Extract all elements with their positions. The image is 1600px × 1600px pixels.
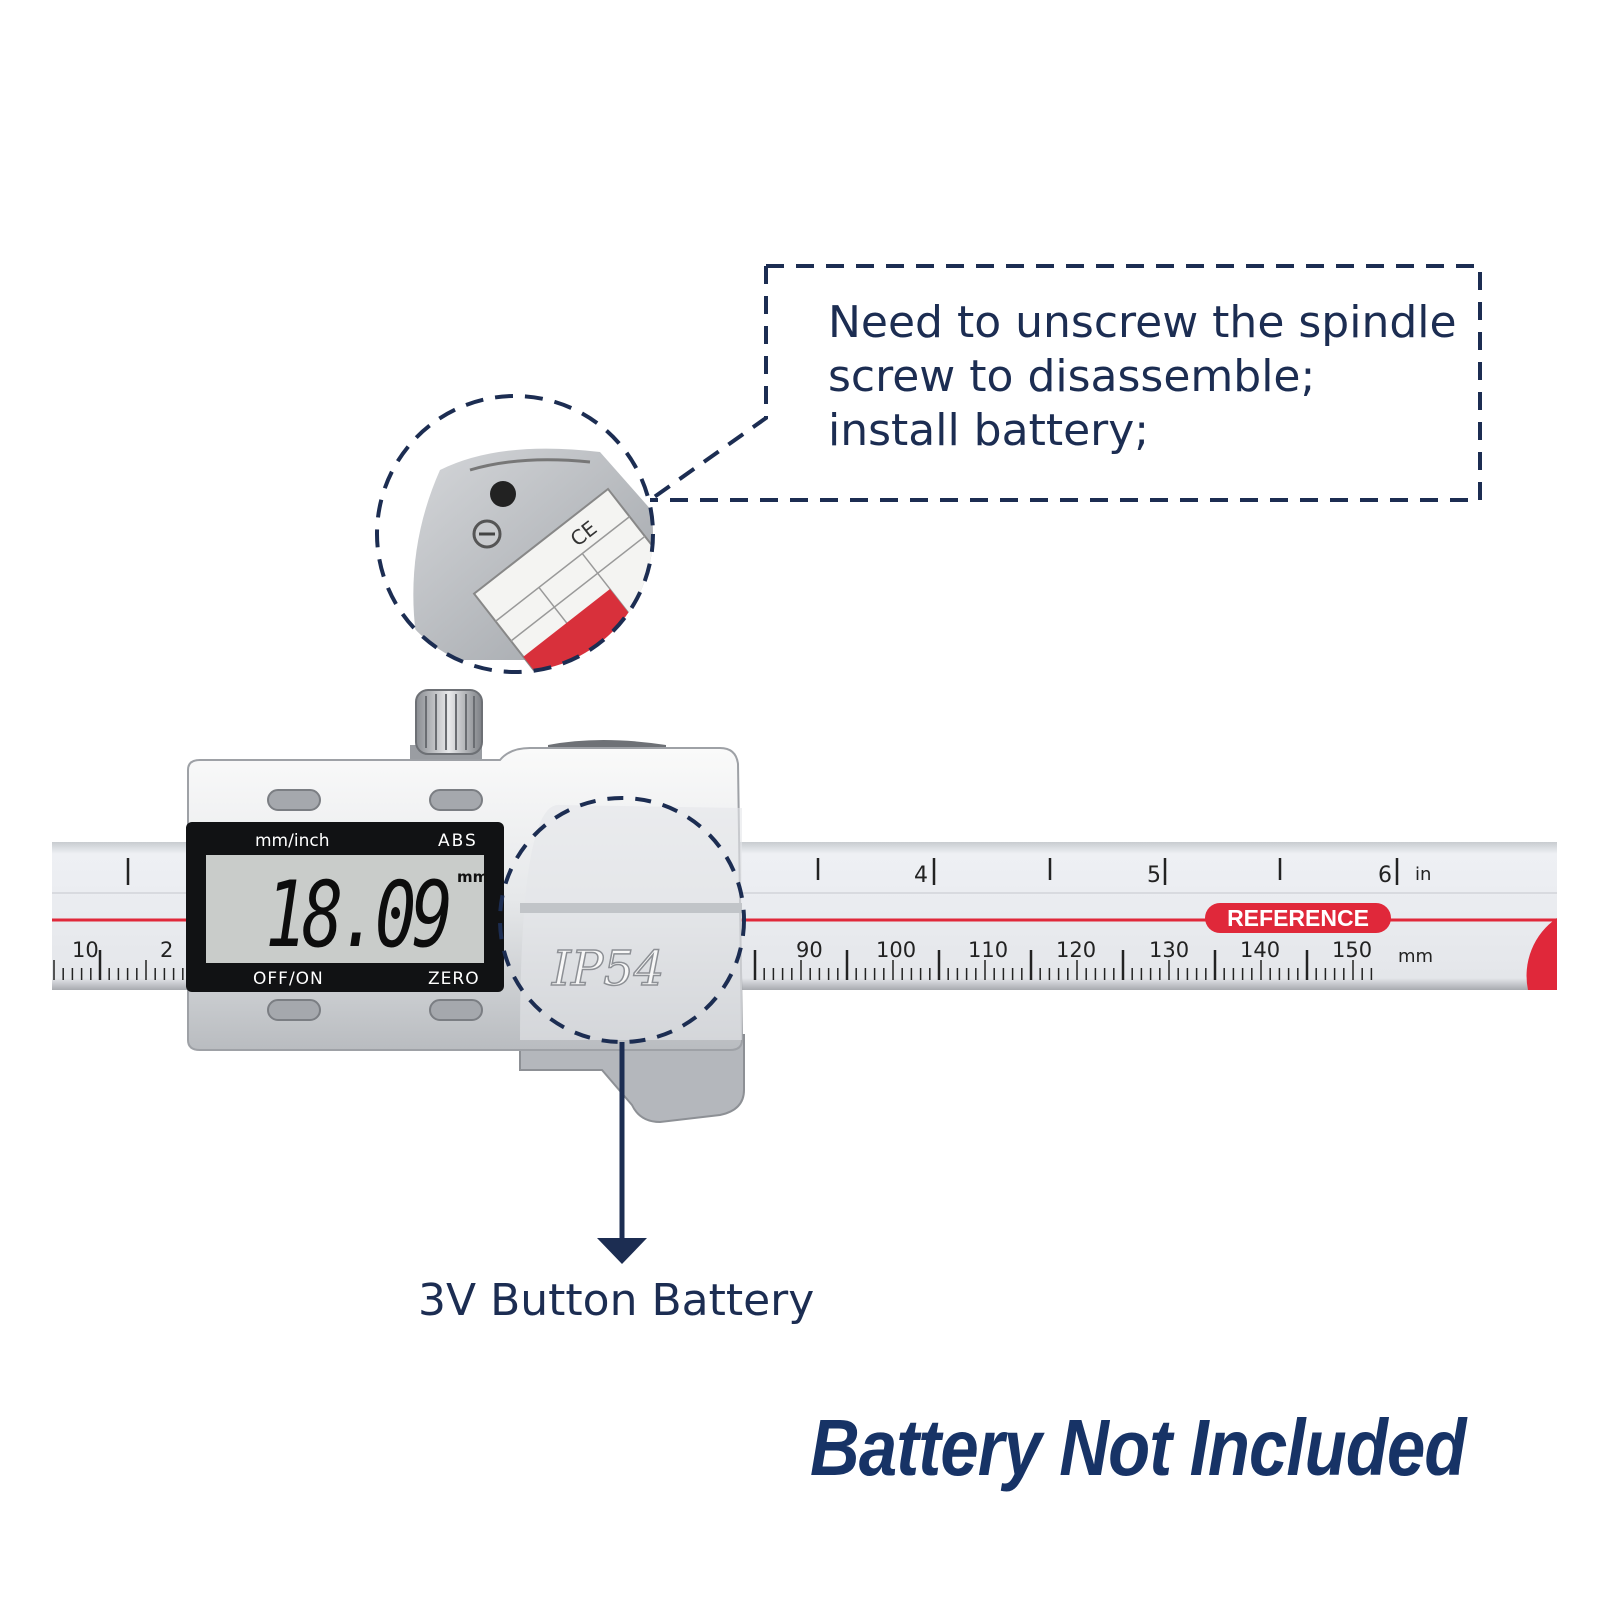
ip-rating: IP54 bbox=[551, 941, 664, 997]
lcd-abs-label: ABS bbox=[438, 831, 478, 851]
instruction-line-1: Need to unscrew the spindle bbox=[828, 297, 1457, 348]
mm-label-130: 130 bbox=[1149, 938, 1189, 962]
mm-label-150: 150 bbox=[1332, 938, 1372, 962]
instruction-line-2: screw to disassemble; bbox=[828, 351, 1316, 402]
battery-type-label: 3V Button Battery bbox=[418, 1275, 815, 1326]
lcd-display: mm/inch ABS 18.09 mm OFF/ON ZERO bbox=[186, 822, 504, 992]
lcd-unit: mm bbox=[457, 868, 488, 886]
spindle-screw-icon bbox=[490, 481, 516, 507]
mm-label-2: 2 bbox=[160, 938, 173, 962]
battery-arrow bbox=[597, 1042, 647, 1264]
instruction-line-3: install battery; bbox=[828, 405, 1150, 456]
off-on-button[interactable] bbox=[267, 999, 321, 1021]
mm-label-100: 100 bbox=[876, 938, 916, 962]
instruction-note: Need to unscrew the spindle screw to dis… bbox=[828, 296, 1468, 458]
zero-button[interactable] bbox=[429, 999, 483, 1021]
battery-compartment-highlight bbox=[498, 796, 746, 1044]
off-on-label: OFF/ON bbox=[253, 969, 324, 989]
mm-label-140: 140 bbox=[1240, 938, 1280, 962]
reference-label: REFERENCE bbox=[1227, 905, 1369, 931]
reference-badge bbox=[1205, 903, 1391, 933]
inch-unit: in bbox=[1415, 864, 1431, 885]
slot-top-right bbox=[429, 789, 483, 811]
slot-top-left bbox=[267, 789, 321, 811]
mm-unit: mm bbox=[1398, 946, 1433, 967]
zoom-inset: CE bbox=[375, 394, 655, 674]
inch-label-6: 6 bbox=[1378, 863, 1392, 888]
mm-label-110: 110 bbox=[968, 938, 1008, 962]
callout-frame bbox=[648, 264, 1482, 502]
battery-not-included-banner: Battery Not Included bbox=[810, 1403, 1466, 1492]
zero-label: ZERO bbox=[428, 969, 480, 989]
scale-ticks bbox=[53, 858, 1399, 980]
lcd-mode-label: mm/inch bbox=[255, 831, 329, 851]
mm-label-120: 120 bbox=[1056, 938, 1096, 962]
inch-label-4: 4 bbox=[914, 863, 928, 888]
mm-label-10: 10 bbox=[72, 938, 99, 962]
inch-label-5: 5 bbox=[1147, 863, 1161, 888]
lcd-reading: 18.09 bbox=[265, 862, 449, 968]
mm-label-90: 90 bbox=[796, 938, 823, 962]
